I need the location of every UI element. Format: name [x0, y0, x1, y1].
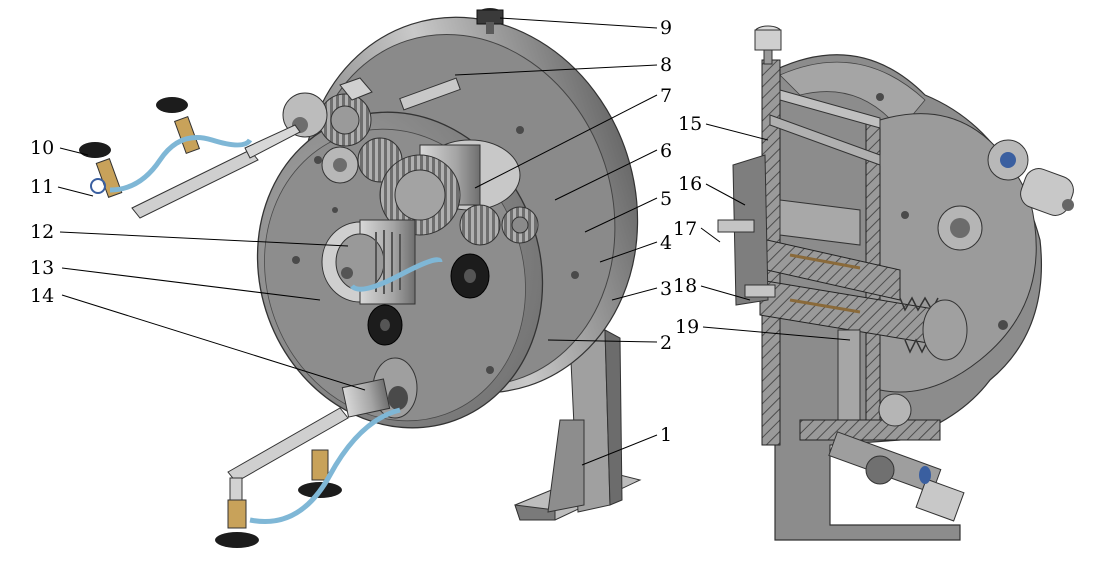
leader-18 [700, 285, 751, 301]
leader-16 [705, 183, 746, 206]
adjust-knob [476, 8, 504, 34]
gear-train [282, 92, 539, 246]
right-section-assembly [717, 25, 1074, 541]
leader-14 [61, 294, 366, 391]
rotary-connector [341, 357, 418, 419]
callout-labels: 1 2 3 4 5 6 7 8 9 10 11 12 13 14 15 16 1… [30, 17, 702, 446]
leader-19 [702, 326, 851, 341]
leader-11 [57, 186, 94, 197]
callout-13: 13 [30, 257, 54, 279]
face-bosses [876, 93, 1074, 330]
callout-17: 17 [673, 218, 697, 240]
callout-5: 5 [660, 188, 672, 210]
leader-6 [554, 149, 658, 201]
callout-19: 19 [675, 316, 699, 338]
leader-15 [705, 123, 769, 141]
leader-13 [61, 267, 321, 301]
adjust-knob-right [754, 25, 782, 65]
callout-9: 9 [660, 17, 672, 39]
disc-bolts [292, 126, 579, 374]
upper-suction-arm [79, 97, 301, 219]
leader-7 [474, 94, 658, 189]
leader-4 [599, 241, 658, 263]
black-rollers [367, 253, 490, 346]
callout-7: 7 [660, 85, 672, 107]
spring-assembly [321, 219, 416, 305]
lower-linkage [799, 329, 965, 522]
leader-12 [59, 231, 349, 247]
guide-pin [339, 77, 461, 111]
callout-10: 10 [30, 137, 54, 159]
leader-10 [59, 147, 89, 156]
leader-17 [700, 227, 721, 243]
callout-14: 14 [30, 285, 54, 307]
leader-9 [499, 17, 658, 29]
lower-suction-arm [215, 257, 443, 548]
leader-2 [547, 339, 658, 343]
callout-4: 4 [660, 232, 672, 254]
left-assembly [79, 8, 642, 548]
callout-8: 8 [660, 54, 672, 76]
callout-11: 11 [30, 176, 54, 198]
leader-5 [584, 197, 658, 233]
callout-3: 3 [660, 278, 672, 300]
leader-8 [454, 64, 658, 76]
support-stand [514, 329, 642, 521]
callout-1: 1 [660, 424, 672, 446]
callout-6: 6 [660, 140, 672, 162]
callout-12: 12 [30, 221, 54, 243]
callout-16: 16 [678, 173, 702, 195]
callout-15: 15 [678, 113, 702, 135]
leader-1 [581, 434, 658, 466]
leader-3 [611, 287, 658, 301]
callout-2: 2 [660, 332, 672, 354]
leader-lines [57, 17, 851, 466]
callout-18: 18 [673, 275, 697, 297]
